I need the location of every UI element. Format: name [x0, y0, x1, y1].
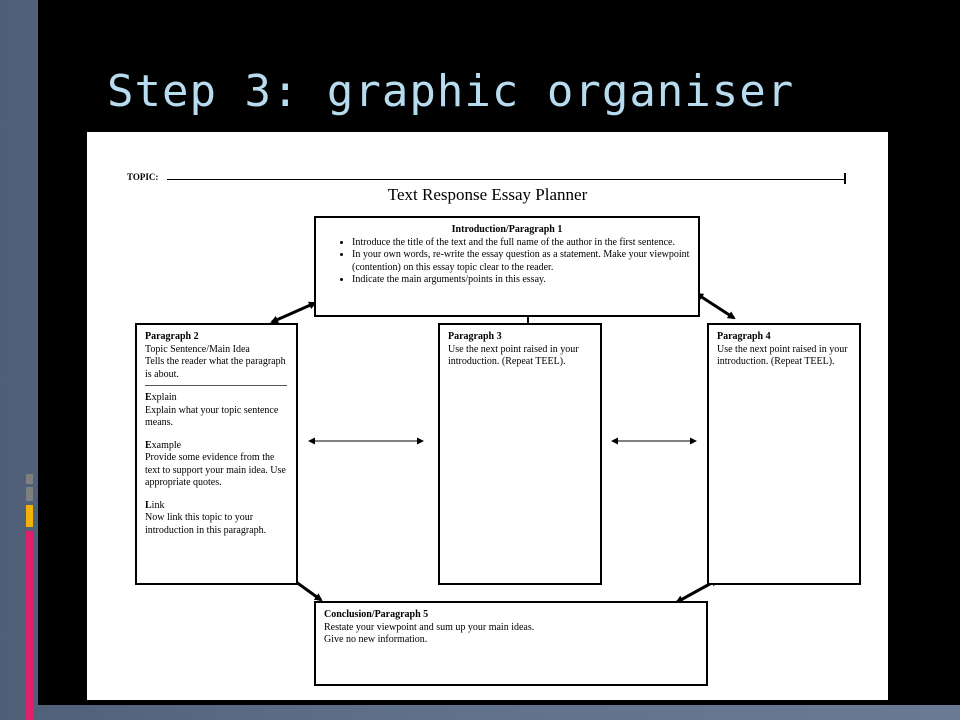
intro-bullets: Introduce the title of the text and the … — [324, 237, 690, 287]
p2-heading: Paragraph 2 — [145, 331, 199, 342]
p2-section-body: Now link this topic to your introduction… — [145, 512, 267, 536]
conclusion-line: Give no new information. — [324, 634, 428, 645]
intro-bullet: Introduce the title of the text and the … — [352, 237, 690, 250]
p4-body: Use the next point raised in your introd… — [717, 343, 848, 368]
conclusion-line: Restate your viewpoint and sum up your m… — [324, 621, 535, 633]
p2-divider — [145, 385, 287, 386]
p2-section-example: Example Provide some evidence from the t… — [145, 440, 288, 490]
intro-bullet: In your own words, re-write the essay qu… — [352, 249, 690, 274]
conclusion-heading: Conclusion/Paragraph 5 — [324, 609, 429, 620]
paragraph-4-box: Paragraph 4 Use the next point raised in… — [707, 323, 861, 585]
p2-line: Topic Sentence/Main Idea — [145, 343, 250, 355]
intro-box: Introduction/Paragraph 1 Introduce the t… — [314, 216, 700, 317]
arrow-intro-p4 — [695, 292, 736, 320]
paragraph-2-box: Paragraph 2 Topic Sentence/Main Idea Tel… — [135, 323, 298, 585]
topic-underline — [167, 179, 844, 180]
topic-label: TOPIC: — [127, 172, 159, 182]
p4-heading: Paragraph 4 — [717, 331, 771, 342]
planner-title: Text Response Essay Planner — [387, 185, 588, 204]
conclusion-box: Conclusion/Paragraph 5 Restate your view… — [314, 601, 708, 686]
p2-section-heading: Link — [145, 499, 165, 511]
p2-section-heading: Example — [145, 439, 182, 451]
intro-heading: Introduction/Paragraph 1 — [451, 224, 563, 235]
arrow-intro-p2 — [270, 301, 317, 324]
paragraph-3-box: Paragraph 3 Use the next point raised in… — [438, 323, 602, 585]
gray-accent-bar — [26, 487, 33, 501]
p2-section-link: Link Now link this topic to your introdu… — [145, 500, 288, 538]
p2-section-heading: Explain — [145, 392, 177, 403]
intro-bullet: Indicate the main arguments/points in th… — [352, 274, 690, 287]
p2-line: Tells the reader what the paragraph is a… — [145, 356, 286, 380]
p3-heading: Paragraph 3 — [448, 331, 502, 342]
p2-section-explain: Explain Explain what your topic sentence… — [145, 392, 288, 430]
essay-planner-sheet: TOPIC: Text Response Essay Planner Intro… — [87, 132, 888, 700]
gray-accent-bar — [26, 474, 33, 484]
p2-section-body: Explain what your topic sentence means. — [145, 404, 279, 429]
slide-title: Step 3: graphic organiser — [107, 66, 795, 117]
yellow-accent-bar — [26, 505, 33, 527]
p2-section-body: Provide some evidence from the text to s… — [145, 452, 286, 488]
p3-body: Use the next point raised in your introd… — [448, 343, 579, 368]
pink-accent-bar — [26, 531, 33, 720]
decorative-side-bars — [0, 0, 38, 720]
topic-line-end — [844, 173, 846, 184]
